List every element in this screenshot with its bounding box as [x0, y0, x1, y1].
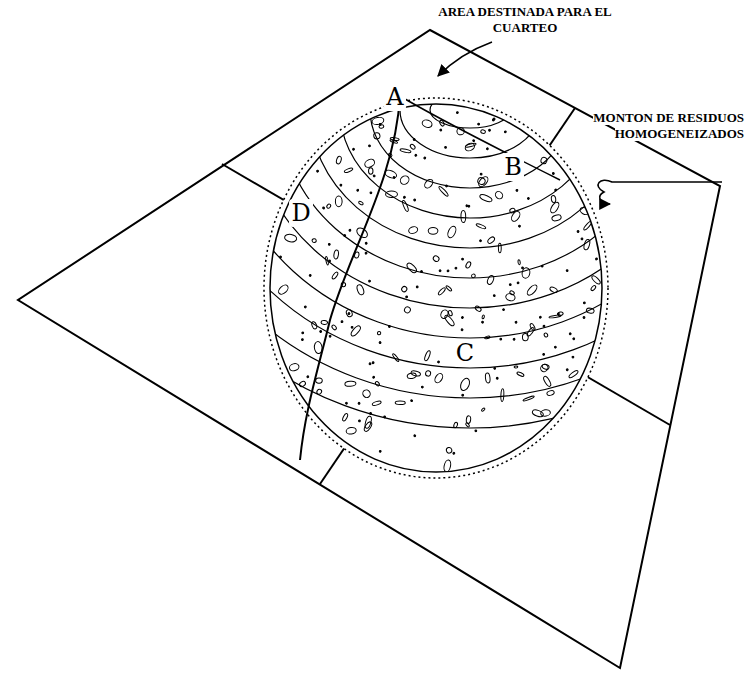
- leader-line: [438, 42, 492, 76]
- quarter-letter: A: [380, 84, 410, 110]
- mound-caption: MONTON DE RESIDUOS HOMOGENEIZADOS: [500, 110, 744, 142]
- quarter-letter: C: [450, 340, 480, 366]
- leader-line: [598, 180, 722, 204]
- quarter-letter-text: A: [384, 83, 405, 111]
- area-caption-text: AREA DESTINADA PARA EL CUARTEO: [438, 4, 612, 35]
- area-caption: AREA DESTINADA PARA EL CUARTEO: [415, 4, 635, 36]
- quarter-letter: B: [498, 154, 528, 180]
- quarter-letter: D: [286, 200, 316, 226]
- quarter-letter-text: D: [289, 199, 312, 227]
- quarter-letter-text: C: [454, 339, 476, 367]
- waste-mound: [130, 0, 748, 478]
- mound-caption-text: MONTON DE RESIDUOS HOMOGENEIZADOS: [593, 110, 744, 141]
- quarter-letter-text: B: [502, 153, 524, 181]
